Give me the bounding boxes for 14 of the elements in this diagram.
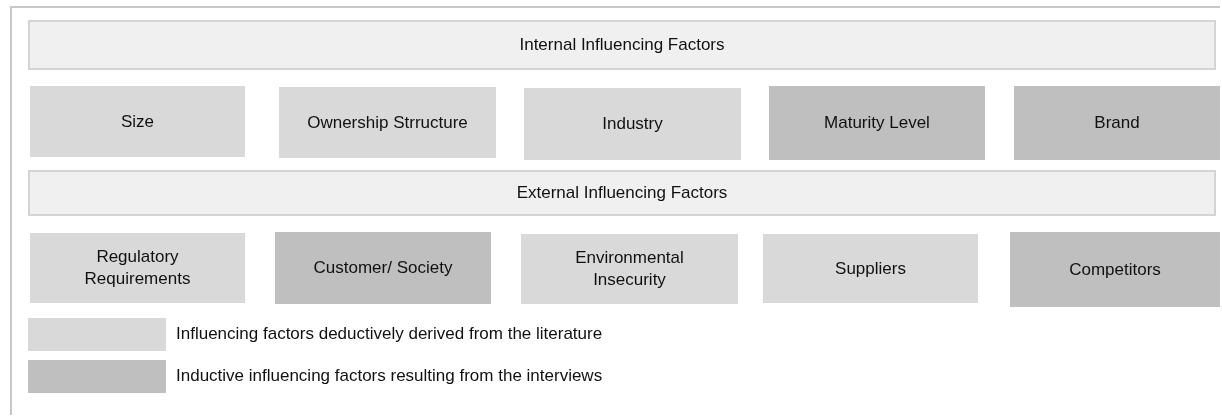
factor-box: Regulatory Requirements <box>30 233 245 303</box>
factor-box: Environmental Insecurity <box>521 234 738 304</box>
factor-box: Suppliers <box>763 234 978 303</box>
section-header-bar: Internal Influencing Factors <box>28 20 1216 70</box>
factor-box: Industry <box>524 88 741 160</box>
factor-box: Brand <box>1014 86 1220 160</box>
factor-box: Competitors <box>1010 232 1220 307</box>
factor-box: Ownership Strructure <box>279 87 496 158</box>
factor-box: Size <box>30 86 245 157</box>
legend-label: Inductive influencing factors resulting from the interviews <box>176 365 603 387</box>
section-header-bar: External Influencing Factors <box>28 170 1216 216</box>
legend-label: Influencing factors deductively derived from the literature <box>176 323 603 345</box>
factor-box: Maturity Level <box>769 86 985 160</box>
factor-box: Customer/ Society <box>275 232 491 304</box>
